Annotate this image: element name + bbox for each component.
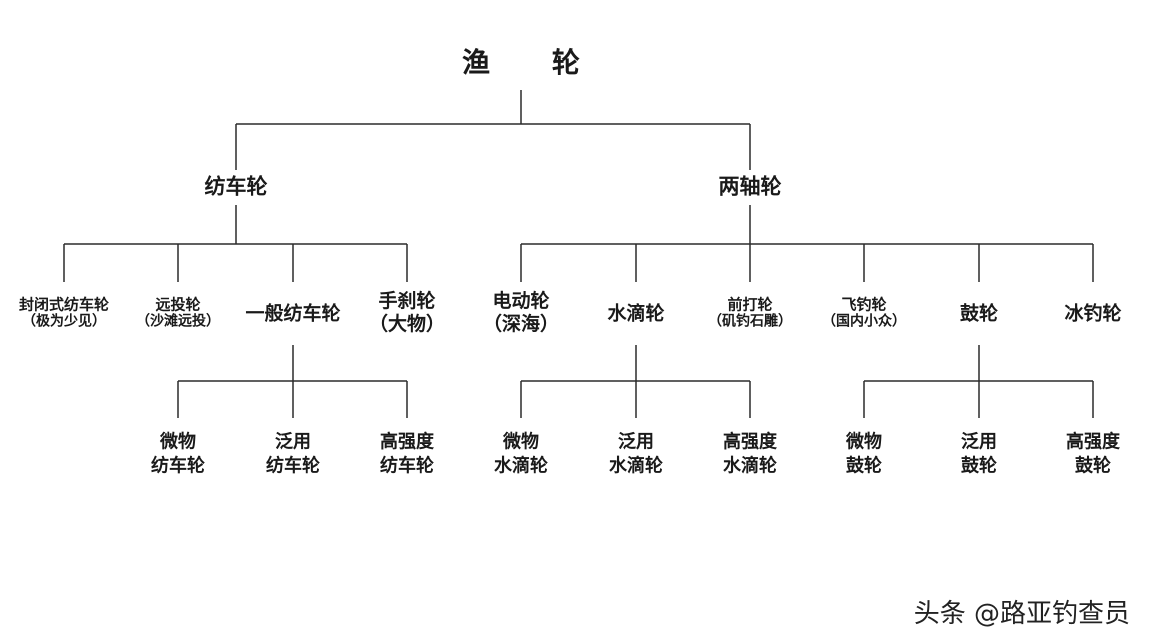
node-drum-heavy-line1: 高强度 bbox=[1066, 431, 1120, 453]
node-hand-brake: 手刹轮 （大物） bbox=[369, 290, 445, 336]
node-surf-casting-line1: 远投轮 bbox=[155, 295, 201, 314]
node-spinning-micro: 微物 纺车轮 bbox=[151, 431, 205, 480]
node-ice-line1: 冰钓轮 bbox=[1064, 302, 1122, 325]
node-sealed-spinning-line2: （极为少见） bbox=[21, 313, 106, 330]
node-drum-general-line2: 鼓轮 bbox=[961, 456, 997, 477]
node-spinning-heavy: 高强度 纺车轮 bbox=[380, 431, 434, 480]
node-baitcasting-reel-label: 两轴轮 bbox=[718, 174, 782, 199]
node-front-strike-line2: （矶钓石雕） bbox=[708, 313, 792, 330]
node-spinning-heavy-line2: 纺车轮 bbox=[380, 456, 434, 477]
node-fly-line1: 飞钓轮 bbox=[841, 295, 887, 314]
node-drum-micro-line2: 鼓轮 bbox=[846, 456, 882, 477]
node-waterdrop-micro: 微物 水滴轮 bbox=[494, 431, 548, 480]
node-spinning-micro-line1: 微物 bbox=[160, 431, 196, 453]
node-drum-micro-line1: 微物 bbox=[846, 431, 882, 453]
node-waterdrop-micro-line2: 水滴轮 bbox=[494, 456, 548, 477]
node-baitcasting-reel: 两轴轮 bbox=[719, 174, 782, 199]
node-electric-line1: 电动轮 bbox=[492, 290, 550, 313]
node-spinning-general-line1: 泛用 bbox=[275, 431, 311, 453]
node-sealed-spinning: 封闭式纺车轮 （极为少见） bbox=[19, 296, 109, 331]
node-waterdrop-heavy-line1: 高强度 bbox=[723, 431, 777, 453]
node-root-label: 渔 轮 bbox=[462, 46, 606, 80]
node-drum-micro: 微物 鼓轮 bbox=[846, 431, 882, 480]
node-drum-general: 泛用 鼓轮 bbox=[961, 431, 997, 480]
node-drum-heavy-line2: 鼓轮 bbox=[1075, 456, 1111, 477]
node-water-drop: 水滴轮 bbox=[607, 303, 664, 326]
node-front-strike-line1: 前打轮 bbox=[727, 295, 773, 314]
node-spinning-general-line2: 纺车轮 bbox=[266, 456, 320, 477]
node-surf-casting: 远投轮 （沙滩远投） bbox=[136, 296, 220, 331]
node-waterdrop-heavy-line2: 水滴轮 bbox=[723, 456, 777, 477]
node-drum-line1: 鼓轮 bbox=[959, 302, 999, 325]
node-root: 渔 轮 bbox=[436, 46, 606, 80]
node-ice: 冰钓轮 bbox=[1064, 303, 1121, 326]
node-drum-heavy: 高强度 鼓轮 bbox=[1066, 431, 1120, 480]
node-water-drop-line1: 水滴轮 bbox=[607, 302, 665, 325]
node-spinning-reel-label: 纺车轮 bbox=[204, 174, 268, 199]
node-spinning-heavy-line1: 高强度 bbox=[380, 431, 434, 453]
watermark: 头条 @路亚钓查员 bbox=[913, 599, 1130, 629]
node-spinning-general: 泛用 纺车轮 bbox=[266, 431, 320, 480]
node-general-spinning: 一般纺车轮 bbox=[245, 303, 340, 326]
node-fly-line2: （国内小众） bbox=[822, 313, 906, 330]
node-waterdrop-heavy: 高强度 水滴轮 bbox=[723, 431, 777, 480]
node-waterdrop-general-line2: 水滴轮 bbox=[609, 456, 663, 477]
node-hand-brake-line2: （大物） bbox=[368, 313, 446, 335]
node-waterdrop-micro-line1: 微物 bbox=[503, 431, 539, 453]
node-electric-line2: （深海） bbox=[482, 313, 560, 335]
node-general-spinning-line1: 一般纺车轮 bbox=[245, 302, 341, 325]
node-fly: 飞钓轮 （国内小众） bbox=[822, 296, 906, 331]
node-waterdrop-general: 泛用 水滴轮 bbox=[609, 431, 663, 480]
node-electric: 电动轮 （深海） bbox=[483, 290, 559, 336]
node-drum: 鼓轮 bbox=[960, 303, 998, 326]
node-surf-casting-line2: （沙滩远投） bbox=[136, 313, 220, 330]
node-spinning-micro-line2: 纺车轮 bbox=[151, 456, 205, 477]
node-waterdrop-general-line1: 泛用 bbox=[618, 431, 654, 453]
node-spinning-reel: 纺车轮 bbox=[205, 174, 268, 199]
node-hand-brake-line1: 手刹轮 bbox=[378, 290, 436, 313]
node-drum-general-line1: 泛用 bbox=[961, 431, 997, 453]
node-sealed-spinning-line1: 封闭式纺车轮 bbox=[18, 295, 110, 314]
node-front-strike: 前打轮 （矶钓石雕） bbox=[708, 296, 792, 331]
